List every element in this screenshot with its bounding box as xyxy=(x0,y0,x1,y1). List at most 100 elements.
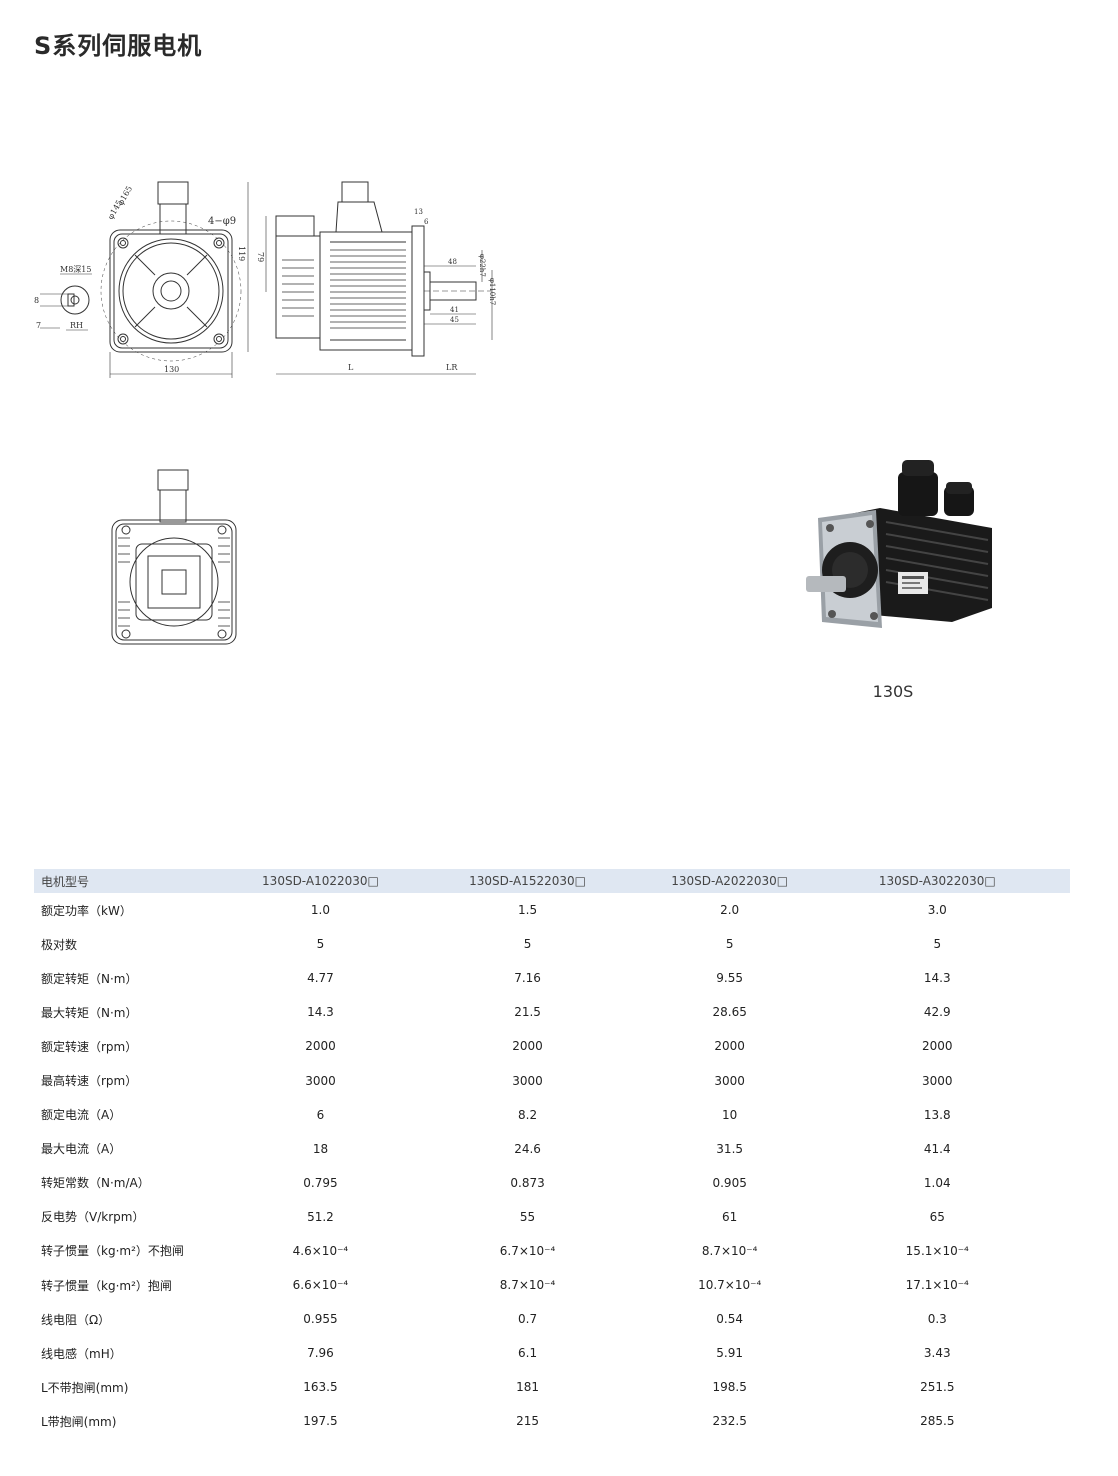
row-label: L不带抱闸(mm) xyxy=(41,1380,129,1395)
cell-value: 2000 xyxy=(714,1039,745,1054)
row-label: 额定功率（kW） xyxy=(41,903,132,918)
cell-value: 198.5 xyxy=(712,1380,747,1395)
cell-value: 5 xyxy=(725,937,734,952)
row-label: 额定电流（A） xyxy=(41,1108,122,1123)
length-L-label: L xyxy=(348,363,354,372)
cell-value: 3.0 xyxy=(927,903,947,918)
cell-value: 42.9 xyxy=(923,1005,951,1020)
header-model-label: 电机型号 xyxy=(41,874,90,889)
cell-value: 17.1×10⁻⁴ xyxy=(905,1278,969,1293)
cell-value: 6.6×10⁻⁴ xyxy=(292,1278,349,1293)
side-view-drawing: L LR 48 41 45 13 6 φ22h7 φ110h7 79 xyxy=(252,180,502,380)
width-130-label: 130 xyxy=(164,365,179,374)
header-model-2: 130SD-A1522030□ xyxy=(469,874,586,888)
row-label: 转子惯量（kg·m²）抱闸 xyxy=(41,1278,172,1293)
k7-label: 7 xyxy=(36,321,41,330)
cell-value: 4.6×10⁻⁴ xyxy=(292,1243,349,1258)
cell-value: 3000 xyxy=(922,1073,953,1088)
d145-label: φ145 xyxy=(106,198,124,221)
spigot-diameter-label: φ110h7 xyxy=(488,278,496,305)
cell-value: 1.0 xyxy=(310,903,330,918)
cell-value: 65 xyxy=(929,1209,945,1224)
dim-48-label: 48 xyxy=(448,258,457,266)
cell-value: 18 xyxy=(312,1141,329,1156)
height-119-label: 119 xyxy=(237,246,246,261)
holes-label: 4−φ9 xyxy=(208,216,236,227)
row-label: 额定转速（rpm） xyxy=(41,1039,138,1054)
cell-value: 0.3 xyxy=(927,1312,947,1327)
row-label: 线电感（mH） xyxy=(41,1346,122,1361)
row-label: 极对数 xyxy=(41,937,78,952)
cell-value: 0.795 xyxy=(303,1175,338,1190)
table-row: 额定功率（kW） 1.0 1.5 2.0 3.0 xyxy=(34,893,1070,927)
motor-product-image xyxy=(800,452,1000,652)
row-label: L带抱闸(mm) xyxy=(41,1414,117,1429)
cell-value: 41.4 xyxy=(923,1141,951,1156)
cell-value: 0.955 xyxy=(303,1312,338,1327)
dim-41-label: 41 xyxy=(450,306,459,314)
cell-value: 0.873 xyxy=(510,1175,545,1190)
table-row: 转矩常数（N·m/A） 0.795 0.873 0.905 1.04 xyxy=(34,1166,1070,1200)
cell-value: 2.0 xyxy=(720,903,740,918)
row-label: 转矩常数（N·m/A） xyxy=(41,1176,150,1191)
cell-value: 28.65 xyxy=(712,1005,747,1020)
row-label: 转子惯量（kg·m²）不抱闸 xyxy=(41,1244,184,1259)
dim-45-label: 45 xyxy=(450,316,459,324)
cell-value: 4.77 xyxy=(307,971,334,986)
cell-value: 8.7×10⁻⁴ xyxy=(701,1243,758,1258)
header-model-3: 130SD-A2022030□ xyxy=(671,874,789,888)
cell-value: 5.91 xyxy=(716,1346,744,1361)
cell-value: 10.7×10⁻⁴ xyxy=(698,1278,762,1293)
cell-value: 181 xyxy=(516,1380,539,1395)
cell-value: 3.43 xyxy=(923,1346,951,1361)
cell-value: 0.54 xyxy=(716,1312,744,1327)
cell-value: 1.04 xyxy=(923,1175,951,1190)
keyway-detail-drawing: M8深15 8 7 RH xyxy=(30,260,110,340)
cell-value: 13.8 xyxy=(923,1107,951,1122)
cell-value: 14.3 xyxy=(923,971,951,986)
cell-value: 2000 xyxy=(305,1039,336,1054)
cell-value: 0.905 xyxy=(712,1175,747,1190)
header-model-4: 130SD-A3022030□ xyxy=(878,874,996,888)
row-label: 额定转矩（N·m） xyxy=(41,971,138,986)
cell-value: 3000 xyxy=(305,1073,336,1088)
spec-table: 电机型号 130SD-A1022030□ 130SD-A1522030□ 130… xyxy=(34,869,1070,1439)
rh-label: RH xyxy=(70,321,83,330)
cell-value: 1.5 xyxy=(518,903,538,918)
cell-value: 6 xyxy=(316,1107,325,1122)
front-view-drawing: 130 4−φ9 119 φ165 φ145 xyxy=(100,176,260,380)
cell-value: 21.5 xyxy=(514,1005,541,1020)
cell-value: 215 xyxy=(516,1414,539,1429)
cell-value: 15.1×10⁻⁴ xyxy=(905,1243,969,1258)
cell-value: 7.16 xyxy=(514,971,541,986)
cell-value: 0.7 xyxy=(518,1312,538,1327)
cell-value: 2000 xyxy=(922,1039,953,1054)
height-79-label: 79 xyxy=(256,252,265,262)
cell-value: 51.2 xyxy=(307,1209,334,1224)
row-label: 反电势（V/krpm） xyxy=(41,1210,145,1225)
cell-value: 8.2 xyxy=(518,1107,538,1122)
cell-value: 163.5 xyxy=(303,1380,338,1395)
cell-value: 232.5 xyxy=(712,1414,747,1429)
product-caption: 130S xyxy=(872,682,914,701)
cell-value: 6.1 xyxy=(518,1346,538,1361)
cell-value: 24.6 xyxy=(514,1141,541,1156)
cell-value: 31.5 xyxy=(716,1141,744,1156)
cell-value: 3000 xyxy=(512,1073,543,1088)
shaft-diameter-label: φ22h7 xyxy=(478,254,486,277)
cell-value: 10 xyxy=(722,1107,738,1122)
dim-13-label: 13 xyxy=(414,208,423,216)
header-model-1: 130SD-A1022030□ xyxy=(262,874,379,888)
cell-value: 61 xyxy=(722,1209,738,1224)
